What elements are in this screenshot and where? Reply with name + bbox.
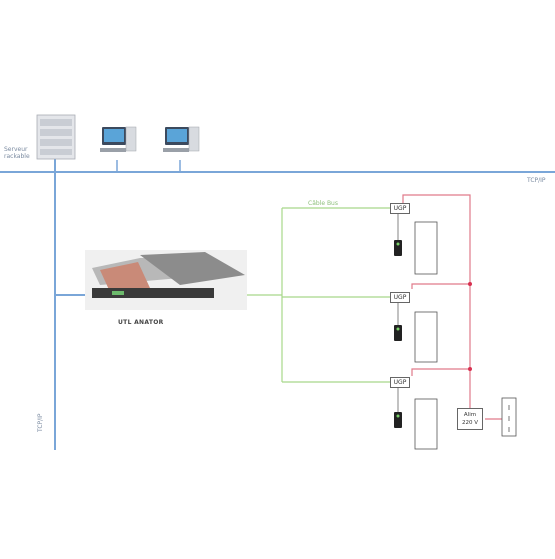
badge-reader-icon xyxy=(394,240,402,256)
power-junction-2 xyxy=(468,367,472,371)
tcpip-left-label: TCP/IP xyxy=(37,413,44,432)
switch-box-icon xyxy=(501,397,517,437)
power-junction-1 xyxy=(468,282,472,286)
tcpip-top-label: TCP/IP xyxy=(527,177,546,184)
alim-box: Alim 220 V xyxy=(457,408,483,430)
ugp-box-2: UGP xyxy=(390,292,410,303)
door-icon xyxy=(414,221,438,275)
utl-controller-icon xyxy=(85,250,247,310)
badge-reader-icon xyxy=(394,325,402,341)
desktop-computer-icon xyxy=(163,126,200,152)
desktop-computer-icon xyxy=(100,126,137,152)
badge-reader-icon xyxy=(394,412,402,428)
power-line-2 xyxy=(411,283,470,289)
door-icon xyxy=(414,311,438,363)
server-label: Serveur rackable xyxy=(4,146,30,160)
rack-server-icon xyxy=(36,114,76,160)
ugp-box-1: UGP xyxy=(390,203,410,214)
utl-label: UTL ANATOR xyxy=(118,319,164,326)
power-line-1 xyxy=(402,194,471,365)
ugp-box-3: UGP xyxy=(390,377,410,388)
power-line-3 xyxy=(411,368,470,376)
cable-bus-label: Câble Bus xyxy=(308,200,338,207)
door-icon xyxy=(414,398,438,450)
